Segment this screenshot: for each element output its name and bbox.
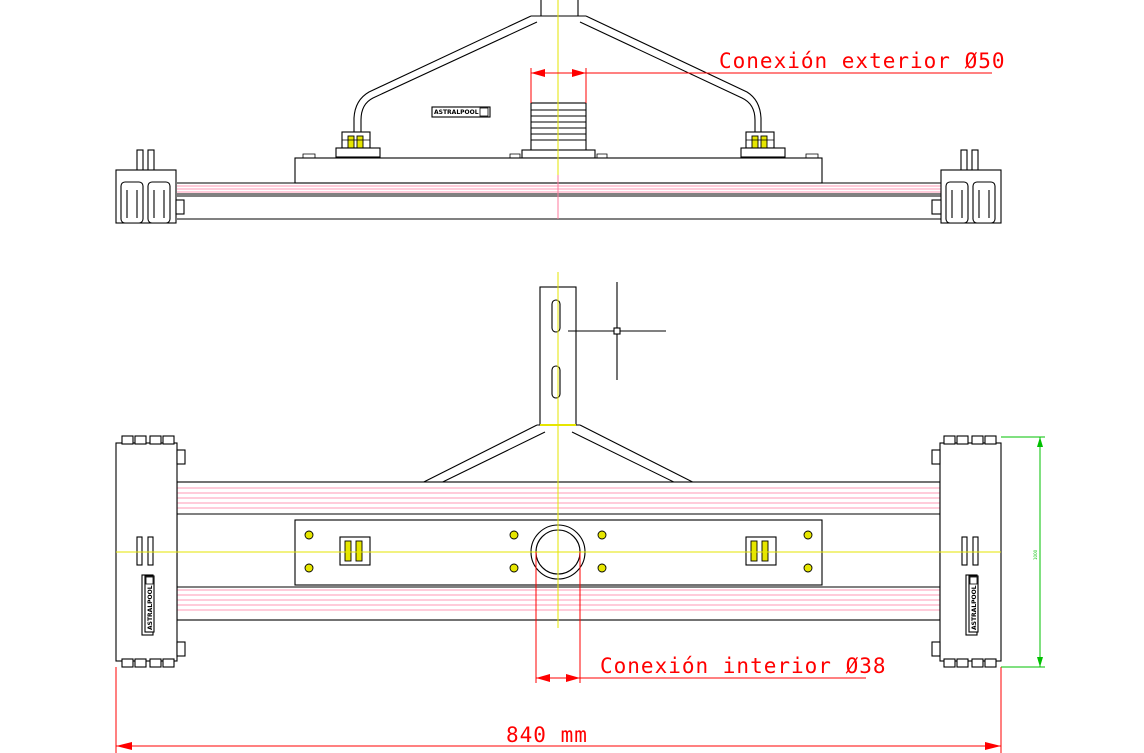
pipe-stub [540,0,579,16]
label-overall-width: 840 mm [506,723,588,747]
plan-view: Conexión interior Ø38 840 mm 1000 [115,272,1045,753]
label-inner-connection: Conexión interior Ø38 [600,654,887,678]
brand-plate-top: ASTRALPOOL [431,106,491,118]
dimension-height: 1000 [1001,436,1045,668]
dimension-inner-diameter: Conexión interior Ø38 [535,552,887,683]
wheel-left [115,149,185,224]
wheel-right [931,149,1002,224]
svg-text:ASTRALPOOL: ASTRALPOOL [434,109,479,116]
label-outer-connection: Conexión exterior Ø50 [719,49,1006,73]
svg-text:ASTRALPOOL: ASTRALPOOL [147,585,154,630]
svg-text:ASTRALPOOL: ASTRALPOOL [971,585,978,630]
rail-side [177,182,941,220]
brand-plate-left: ASTRALPOOL [144,575,155,633]
label-height: 1000 [1033,549,1038,560]
dimension-overall-width: 840 mm [115,667,1002,753]
dimension-outer-diameter: Conexión exterior Ø50 [530,49,1006,103]
handle-left [353,15,532,148]
clamp-right [745,131,775,149]
brand-plate-right: ASTRALPOOL [968,575,979,633]
clamp-plan-right [745,536,777,566]
cad-cursor [568,282,666,380]
handle-right [585,15,762,148]
clamp-left [341,131,371,149]
front-elevation-view: ASTRALPOOL [115,0,1006,224]
clamp-plan-left [339,536,371,566]
